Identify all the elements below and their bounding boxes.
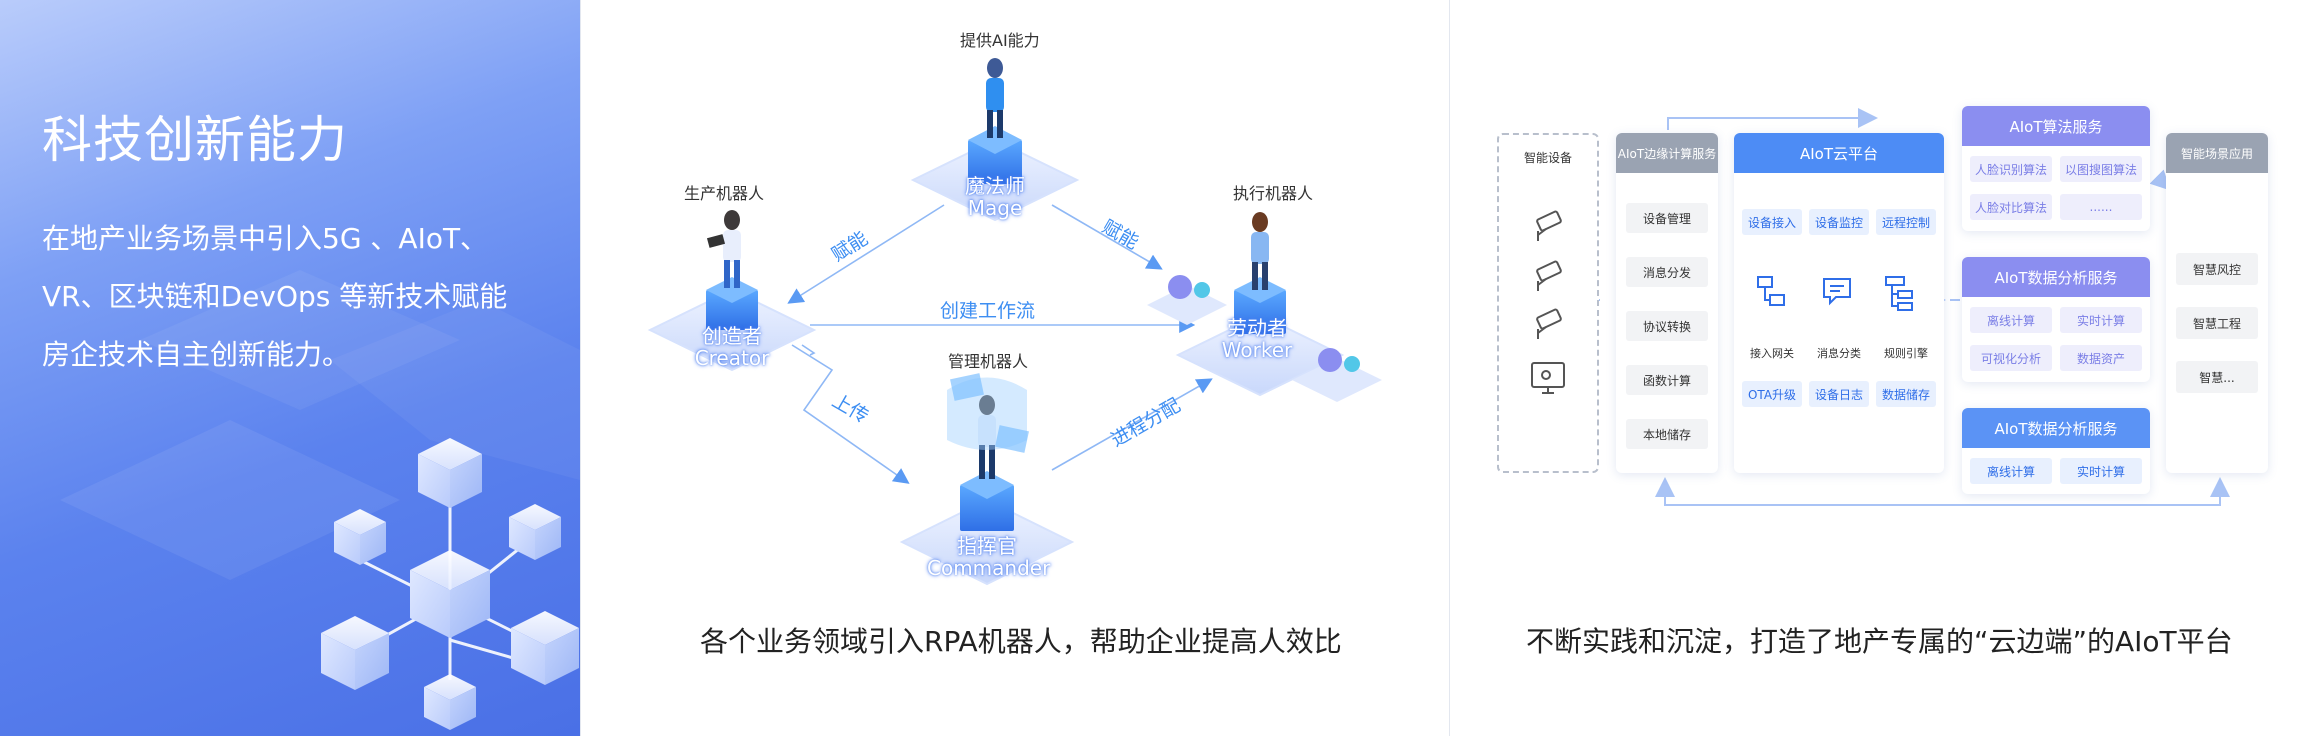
edge-item: 协议转换 xyxy=(1626,311,1708,341)
smart-devices-title: 智能设备 xyxy=(1523,151,1572,165)
label-production-robot: 生产机器人 xyxy=(684,184,765,203)
edge-compute-title: AIoT边缘计算服务 xyxy=(1616,133,1718,173)
data1-item: 实时计算 xyxy=(2060,307,2142,333)
data-analysis-box-2: AIoT数据分析服务 离线计算 实时计算 xyxy=(1962,408,2150,494)
robots-caption: 各个业务领域引入RPA机器人，帮助企业提高人效比 xyxy=(700,625,1342,658)
cloud-icons xyxy=(1757,276,1913,311)
node-creator: 创造者 Creator xyxy=(682,325,782,369)
aiot-architecture: 智能设备 AIoT边缘计算服务 设备管理 消息分发 协议转换 函数计算 本地储存… xyxy=(1450,0,2320,736)
data-analysis-title-2: AIoT数据分析服务 xyxy=(1962,408,2150,448)
data1-item: 可视化分析 xyxy=(1970,345,2052,371)
robots-graphic xyxy=(647,58,1382,586)
edge-compute-box: AIoT边缘计算服务 设备管理 消息分发 协议转换 函数计算 本地储存 xyxy=(1616,133,1718,473)
data2-item: 离线计算 xyxy=(1970,458,2052,484)
node-mage: 魔法师 Mage xyxy=(960,175,1030,219)
platform-left xyxy=(647,210,817,372)
platform-bottom xyxy=(899,373,1075,586)
data-analysis-title-1: AIoT数据分析服务 xyxy=(1962,257,2150,297)
camera-icon xyxy=(1536,210,1562,241)
platform-top xyxy=(910,58,1080,222)
cloud-item: 设备接入 xyxy=(1742,209,1802,235)
algorithm-service-title: AIoT算法服务 xyxy=(1962,106,2150,146)
edge-item: 消息分发 xyxy=(1626,257,1708,287)
edge-item: 设备管理 xyxy=(1626,203,1708,233)
monitor-icon xyxy=(1531,362,1565,394)
edge-item: 本地储存 xyxy=(1626,419,1708,449)
cloud-item: OTA升级 xyxy=(1742,381,1802,407)
panel-divider xyxy=(1449,0,1450,736)
cloud-platform-title: AIoT云平台 xyxy=(1734,133,1944,173)
edge-item: 函数计算 xyxy=(1626,365,1708,395)
node-commander-cn: 指挥官 xyxy=(957,534,1017,558)
node-worker-en: Worker xyxy=(1221,338,1293,362)
node-worker: 劳动者 Worker xyxy=(1212,317,1302,361)
node-creator-en: Creator xyxy=(694,346,770,370)
data2-item: 实时计算 xyxy=(2060,458,2142,484)
algo-item: ...... xyxy=(2060,194,2142,220)
arch-caption: 不断实践和沉淀，打造了地产专属的“云边端”的AIoT平台 xyxy=(1526,625,2233,658)
node-worker-cn: 劳动者 xyxy=(1227,316,1287,340)
gateway-icon xyxy=(1757,276,1785,306)
label-ai-capability: 提供AI能力 xyxy=(960,31,1040,50)
cloud-item: 远程控制 xyxy=(1876,209,1936,235)
cloud-icon-label: 消息分类 xyxy=(1817,347,1861,360)
cloud-platform-box: AIoT云平台 设备接入 设备监控 远程控制 接入网关 消息分类 规则引擎 OT… xyxy=(1734,133,1944,473)
data1-item: 数据资产 xyxy=(2060,345,2142,371)
panel-divider xyxy=(580,0,581,736)
cloud-item: 数据储存 xyxy=(1876,381,1936,407)
hero-title: 科技创新能力 xyxy=(42,111,348,169)
node-creator-cn: 创造者 xyxy=(702,324,762,348)
platform-right xyxy=(1147,212,1382,402)
robots-diagram: 提供AI能力 生产机器人 执行机器人 管理机器人 魔法师 Mage 创造者 Cr… xyxy=(582,0,1448,736)
flow-create-workflow: 创建工作流 xyxy=(940,300,1036,322)
hero-cube-graphic xyxy=(60,270,580,730)
camera-icon xyxy=(1536,308,1562,339)
data-analysis-box-1: AIoT数据分析服务 离线计算 实时计算 可视化分析 数据资产 xyxy=(1962,257,2150,382)
algo-item: 人脸识别算法 xyxy=(1970,156,2052,182)
hero-desc-line: 在地产业务场景中引入5G 、AIoT、 xyxy=(42,222,489,255)
hero-panel: 科技创新能力 在地产业务场景中引入5G 、AIoT、 VR、区块链和DevOps… xyxy=(0,0,580,736)
data1-item: 离线计算 xyxy=(1970,307,2052,333)
camera-icons xyxy=(1531,210,1565,394)
node-commander: 指挥官 Commander xyxy=(927,534,1051,580)
app-item: 智慧风控 xyxy=(2176,253,2258,285)
smart-apps-title: 智能场景应用 xyxy=(2166,133,2268,173)
camera-icon xyxy=(1536,260,1562,291)
cloud-item: 设备监控 xyxy=(1809,209,1869,235)
hero-desc-line: VR、区块链和DevOps 等新技术赋能 xyxy=(42,280,508,313)
hero-cubes xyxy=(321,438,579,730)
label-management-robot: 管理机器人 xyxy=(948,352,1029,371)
node-commander-en: Commander xyxy=(927,556,1051,580)
cloud-icon-label: 接入网关 xyxy=(1750,347,1794,360)
algo-item: 以图搜图算法 xyxy=(2060,156,2142,182)
hero-desc-line: 房企技术自主创新能力。 xyxy=(42,338,351,371)
smart-apps-box: 智能场景应用 智慧风控 智慧工程 智慧... xyxy=(2166,133,2268,473)
node-mage-en: Mage xyxy=(967,196,1023,220)
message-icon xyxy=(1823,278,1851,306)
algo-item: 人脸对比算法 xyxy=(1970,194,2052,220)
cloud-icon-label: 规则引擎 xyxy=(1884,347,1928,360)
app-item: 智慧工程 xyxy=(2176,307,2258,339)
cloud-item: 设备日志 xyxy=(1809,381,1869,407)
algorithm-service-box: AIoT算法服务 人脸识别算法 以图搜图算法 人脸对比算法 ...... xyxy=(1962,106,2150,231)
node-mage-cn: 魔法师 xyxy=(965,174,1025,198)
label-execution-robot: 执行机器人 xyxy=(1233,184,1314,203)
rule-engine-icon xyxy=(1885,276,1913,311)
app-item: 智慧... xyxy=(2176,361,2258,393)
hero-description: 在地产业务场景中引入5G 、AIoT、 VR、区块链和DevOps 等新技术赋能… xyxy=(42,210,542,384)
smart-devices-box: 智能设备 xyxy=(1497,133,1599,473)
